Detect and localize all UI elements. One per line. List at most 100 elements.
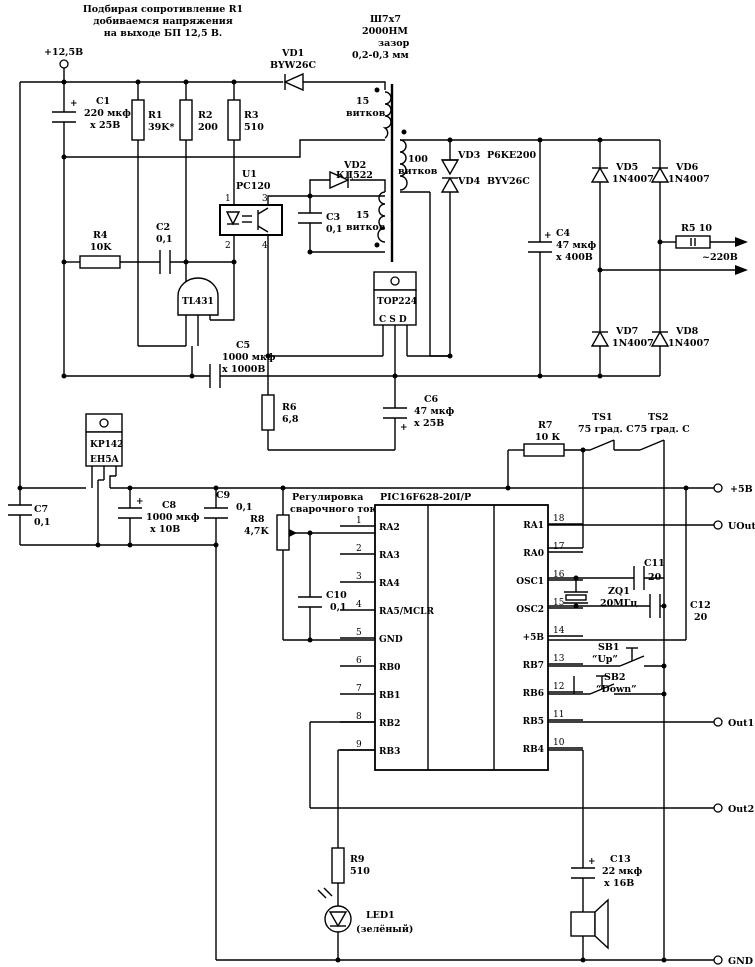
svg-text:x 16В: x 16В bbox=[604, 878, 634, 889]
svg-text:PC120: PC120 bbox=[236, 181, 271, 192]
svg-text:C9: C9 bbox=[216, 490, 231, 501]
svg-text:VD8: VD8 bbox=[675, 326, 699, 337]
svg-text:TS1: TS1 bbox=[592, 412, 613, 423]
thermal-switch-ts2: TS2 75 град. С bbox=[634, 412, 690, 451]
svg-text:1N4007: 1N4007 bbox=[668, 174, 710, 185]
svg-text:сварочного тока: сварочного тока bbox=[290, 504, 382, 515]
svg-text:3: 3 bbox=[262, 194, 268, 204]
mcu-name: PIC16F628-20I/P bbox=[380, 492, 471, 503]
svg-text:0,1: 0,1 bbox=[326, 224, 343, 235]
capacitor-c4: + C4 47 мкф x 400В bbox=[528, 228, 597, 263]
speaker bbox=[570, 898, 609, 950]
terminal-gnd: GND bbox=[728, 956, 753, 967]
svg-text:2000НМ: 2000НМ bbox=[362, 26, 408, 37]
mcu-pin-name: RA2 bbox=[379, 523, 400, 533]
capacitor-c13: + C13 22 мкф x 16В bbox=[571, 854, 643, 889]
capacitor-c8: + C8 1000 мкф x 10В bbox=[118, 497, 200, 535]
terminal-out1: Out1 bbox=[728, 718, 754, 729]
svg-text:1N4007: 1N4007 bbox=[612, 174, 654, 185]
svg-text:x 25В: x 25В bbox=[90, 120, 120, 131]
svg-text:20: 20 bbox=[648, 572, 662, 583]
svg-text:R5 10: R5 10 bbox=[681, 223, 712, 234]
svg-text:BYV26C: BYV26C bbox=[487, 176, 530, 187]
svg-text:C8: C8 bbox=[162, 500, 177, 511]
svg-text:R1: R1 bbox=[148, 110, 163, 121]
svg-text:220 мкф: 220 мкф bbox=[84, 108, 131, 119]
svg-text:+: + bbox=[588, 857, 596, 867]
svg-text:VD1: VD1 bbox=[281, 48, 304, 59]
tl431: TL431 bbox=[177, 277, 219, 316]
svg-text:VD4: VD4 bbox=[457, 176, 481, 187]
svg-text:C12: C12 bbox=[690, 600, 711, 611]
svg-text:R8: R8 bbox=[250, 514, 265, 525]
mcu-pin-name: RB3 bbox=[379, 747, 400, 757]
mcu-pin-name: RB0 bbox=[379, 663, 400, 673]
mcu-pin-number: 8 bbox=[356, 712, 362, 722]
svg-text:75 град. С: 75 град. С bbox=[578, 424, 634, 435]
mcu-pin-name: RA0 bbox=[523, 549, 544, 559]
svg-text:R2: R2 bbox=[198, 110, 213, 121]
capacitor-c10: C10 0,1 bbox=[298, 590, 347, 613]
mcu-left-pins: 1RA22RA33RA44RA5/MCLR5GND6RB07RB18RB29RB… bbox=[340, 516, 434, 757]
svg-text:0,2-0,3 мм: 0,2-0,3 мм bbox=[352, 50, 409, 61]
svg-text:зазор: зазор bbox=[378, 38, 410, 49]
svg-text:Регулировка: Регулировка bbox=[292, 492, 363, 503]
mcu-pin-number: 15 bbox=[553, 598, 565, 608]
svg-text:C7: C7 bbox=[34, 504, 48, 515]
resistor-r4: R4 10K bbox=[79, 230, 121, 269]
svg-text:C5: C5 bbox=[236, 340, 250, 351]
svg-text:C4: C4 bbox=[556, 228, 571, 239]
svg-text:4: 4 bbox=[262, 241, 268, 251]
capacitor-c2: C2 0,1 bbox=[156, 222, 173, 274]
svg-text:C1: C1 bbox=[96, 96, 110, 107]
svg-text:U1: U1 bbox=[242, 169, 257, 180]
mcu-pin-name: RB1 bbox=[379, 691, 400, 701]
svg-text:R6: R6 bbox=[282, 402, 297, 413]
svg-text:x 25В: x 25В bbox=[414, 418, 444, 429]
svg-text:R3: R3 bbox=[244, 110, 259, 121]
svg-text:6,8: 6,8 bbox=[282, 414, 299, 425]
svg-text:LED1: LED1 bbox=[366, 910, 395, 921]
svg-text:VD5: VD5 bbox=[615, 162, 638, 173]
svg-text:C10: C10 bbox=[326, 590, 347, 601]
svg-text:15: 15 bbox=[356, 96, 369, 107]
svg-text:20: 20 bbox=[694, 612, 708, 623]
svg-text:ZQ1: ZQ1 bbox=[608, 586, 630, 597]
mcu-pin-name: RB7 bbox=[523, 661, 544, 671]
mcu-pin-number: 13 bbox=[553, 654, 565, 664]
note-line-3: на выходе БП 12,5 В. bbox=[104, 28, 222, 39]
svg-text:C13: C13 bbox=[610, 854, 631, 865]
mcu-pin-name: GND bbox=[379, 635, 403, 645]
svg-text:+: + bbox=[400, 423, 408, 433]
mcu-pin-number: 12 bbox=[553, 682, 564, 692]
svg-text:x 400В: x 400В bbox=[556, 252, 593, 263]
svg-text:(зелёный): (зелёный) bbox=[356, 924, 413, 935]
note-line-2: добиваемся напряжения bbox=[93, 16, 233, 27]
svg-text:x 10В: x 10В bbox=[150, 524, 180, 535]
capacitor-c3: C3 0,1 bbox=[298, 212, 343, 235]
svg-text:1000 мкф: 1000 мкф bbox=[146, 512, 200, 523]
mcu-pin-number: 14 bbox=[553, 626, 565, 636]
svg-text:SB2: SB2 bbox=[604, 672, 626, 683]
terminal-uout: UOut bbox=[728, 521, 755, 532]
svg-text:22 мкф: 22 мкф bbox=[602, 866, 643, 877]
svg-text:R4: R4 bbox=[93, 230, 108, 241]
svg-text:КД522: КД522 bbox=[336, 170, 373, 181]
svg-text:“Down”: “Down” bbox=[596, 684, 637, 695]
svg-text:+: + bbox=[136, 497, 144, 507]
terminal-out2: Out2 bbox=[728, 804, 754, 815]
svg-text:витков: витков bbox=[398, 166, 438, 177]
resistor-r3: R3 510 bbox=[227, 99, 264, 141]
mains-arrows: ~220В bbox=[700, 237, 748, 275]
button-sb1: SB1 “Up” bbox=[592, 642, 645, 667]
svg-text:20МГц: 20МГц bbox=[600, 598, 637, 609]
svg-text:“Up”: “Up” bbox=[592, 654, 618, 665]
button-sb2: SB2 “Down” bbox=[573, 672, 637, 695]
mcu-pin-number: 17 bbox=[553, 542, 565, 552]
mcu-pin-name: RB4 bbox=[523, 745, 544, 755]
svg-text:47 мкф: 47 мкф bbox=[414, 406, 455, 417]
diode-vd3: VD3 P6KE200 bbox=[440, 150, 536, 176]
svg-text:+: + bbox=[544, 231, 552, 241]
svg-text:15: 15 bbox=[356, 210, 369, 221]
svg-text:TOP224: TOP224 bbox=[377, 297, 417, 307]
